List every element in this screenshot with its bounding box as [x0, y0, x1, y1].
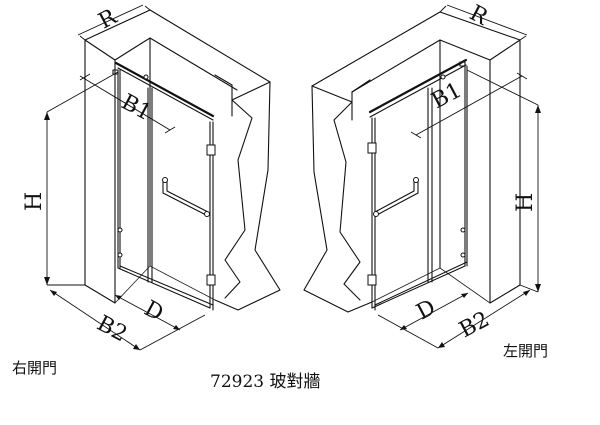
door-handle-icon [162, 179, 209, 217]
left-dim-r-label: R [95, 4, 123, 35]
left-dim-d-label: D [140, 296, 167, 326]
left-hardware [117, 144, 216, 286]
left-view-caption: 右開門 [12, 359, 57, 377]
right-wall-structure [303, 11, 521, 313]
left-wall-structure [84, 9, 281, 311]
right-hardware [367, 142, 466, 286]
hinge-icon [206, 144, 216, 156]
left-dim-h-label: H [22, 192, 47, 211]
door-handle-icon [374, 179, 419, 217]
right-dim-b2-label: B2 [455, 307, 493, 343]
left-view-right-opening: R B1 H D B2 右開門 [12, 4, 281, 377]
left-dim-b2-label: B2 [93, 311, 131, 347]
right-view-caption: 左開門 [503, 342, 548, 360]
hinge-icon [206, 274, 216, 286]
left-top-rail [114, 61, 215, 121]
right-dim-h-label: H [513, 193, 538, 212]
right-dimensions [377, 4, 541, 349]
right-dim-r-label: R [465, 1, 493, 32]
hinge-icon [367, 274, 377, 286]
right-dim-b1-label: B1 [428, 78, 466, 114]
right-top-rail [368, 58, 468, 118]
diagram-title: 72923 玻對牆 [210, 372, 320, 392]
right-view-left-opening: R B1 H D B2 左開門 [303, 1, 548, 360]
left-dimensions [44, 4, 206, 351]
hinge-icon [367, 142, 377, 154]
